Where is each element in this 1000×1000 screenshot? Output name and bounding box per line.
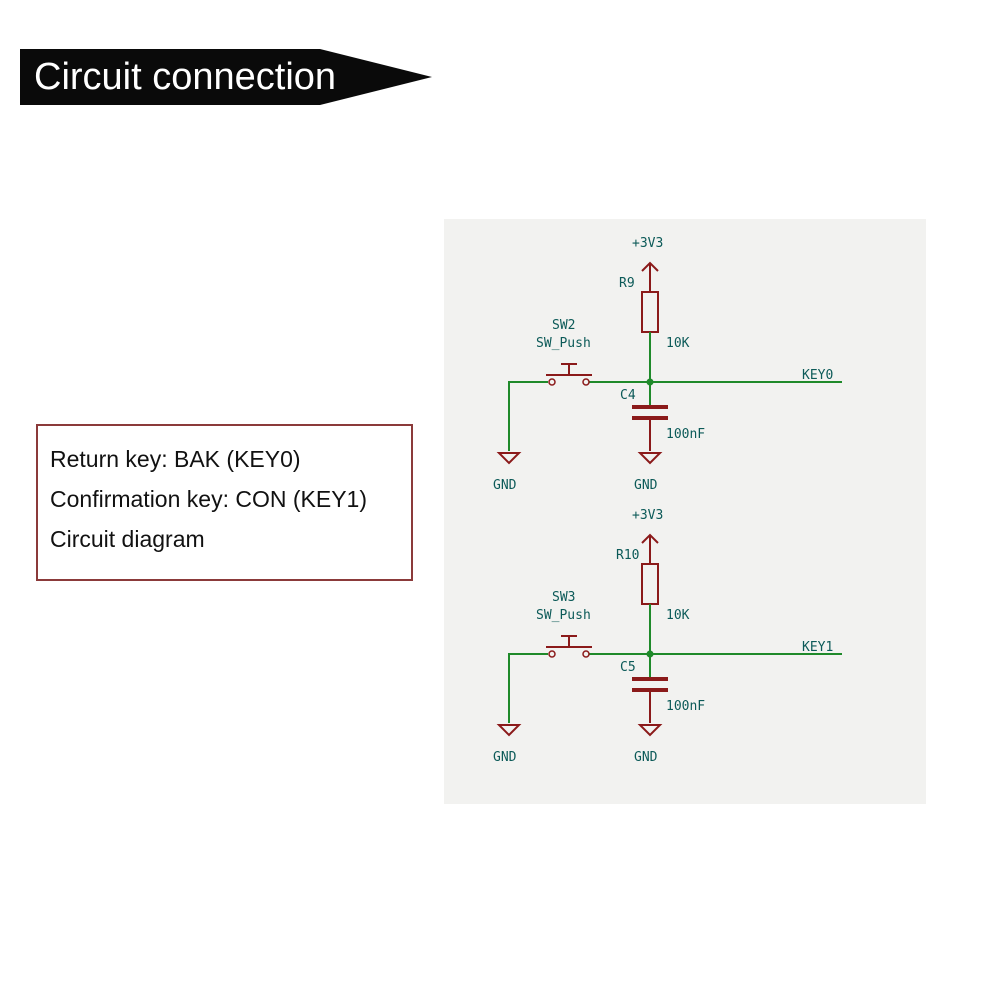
banner-arrow-shape [20, 49, 432, 105]
supply-arrow-icon [641, 533, 659, 563]
switch-contact-left [548, 378, 556, 386]
switch-ref: SW2 [552, 318, 575, 333]
circuit-key1: +3V3 R10 10K C5 100nF GND KEY1 SW3 SW_Pu… [493, 508, 842, 765]
capacitor-value: 100nF [666, 427, 705, 442]
resistor-ref: R9 [619, 276, 635, 291]
gnd-icon [496, 724, 522, 737]
switch-value: SW_Push [536, 336, 591, 351]
switch-value: SW_Push [536, 608, 591, 623]
supply-label: +3V3 [632, 236, 663, 251]
wire-switch-gnd [508, 653, 548, 723]
switch-sw2 [546, 363, 592, 376]
junction-dot [646, 378, 654, 386]
page-title: Circuit connection [34, 56, 337, 98]
switch-contact-right [582, 378, 590, 386]
supply-label: +3V3 [632, 508, 663, 523]
circuit-schematic: +3V3 R9 10K C4 100nF GND KEY0 SW2 [444, 219, 926, 804]
info-box: Return key: BAK (KEY0) Confirmation key:… [36, 424, 413, 581]
gnd-icon [637, 452, 663, 465]
net-label: KEY0 [802, 368, 833, 383]
circuit-key0: +3V3 R9 10K C4 100nF GND KEY0 SW2 [493, 236, 842, 493]
resistor-ref: R10 [616, 548, 639, 563]
schematic-background [444, 219, 926, 804]
header-banner: Circuit connection [20, 49, 432, 105]
capacitor-ref: C5 [620, 660, 636, 675]
junction-dot [646, 650, 654, 658]
capacitor-value: 100nF [666, 699, 705, 714]
switch-sw3 [546, 635, 592, 648]
gnd-left-label: GND [493, 478, 517, 493]
gnd-right-label: GND [634, 478, 658, 493]
wire-switch-gnd [508, 381, 548, 451]
resistor-value: 10K [666, 608, 690, 623]
info-line-circuit-diagram: Circuit diagram [50, 526, 205, 552]
gnd-icon [496, 452, 522, 465]
net-label: KEY1 [802, 640, 833, 655]
supply-arrow-icon [641, 261, 659, 291]
capacitor-ref: C4 [620, 388, 636, 403]
switch-contact-right [582, 650, 590, 658]
switch-contact-left [548, 650, 556, 658]
info-line-confirmation-key: Confirmation key: CON (KEY1) [50, 486, 367, 512]
resistor-value: 10K [666, 336, 690, 351]
gnd-left-label: GND [493, 750, 517, 765]
info-line-return-key: Return key: BAK (KEY0) [50, 446, 301, 472]
gnd-right-label: GND [634, 750, 658, 765]
switch-ref: SW3 [552, 590, 575, 605]
gnd-icon [637, 724, 663, 737]
